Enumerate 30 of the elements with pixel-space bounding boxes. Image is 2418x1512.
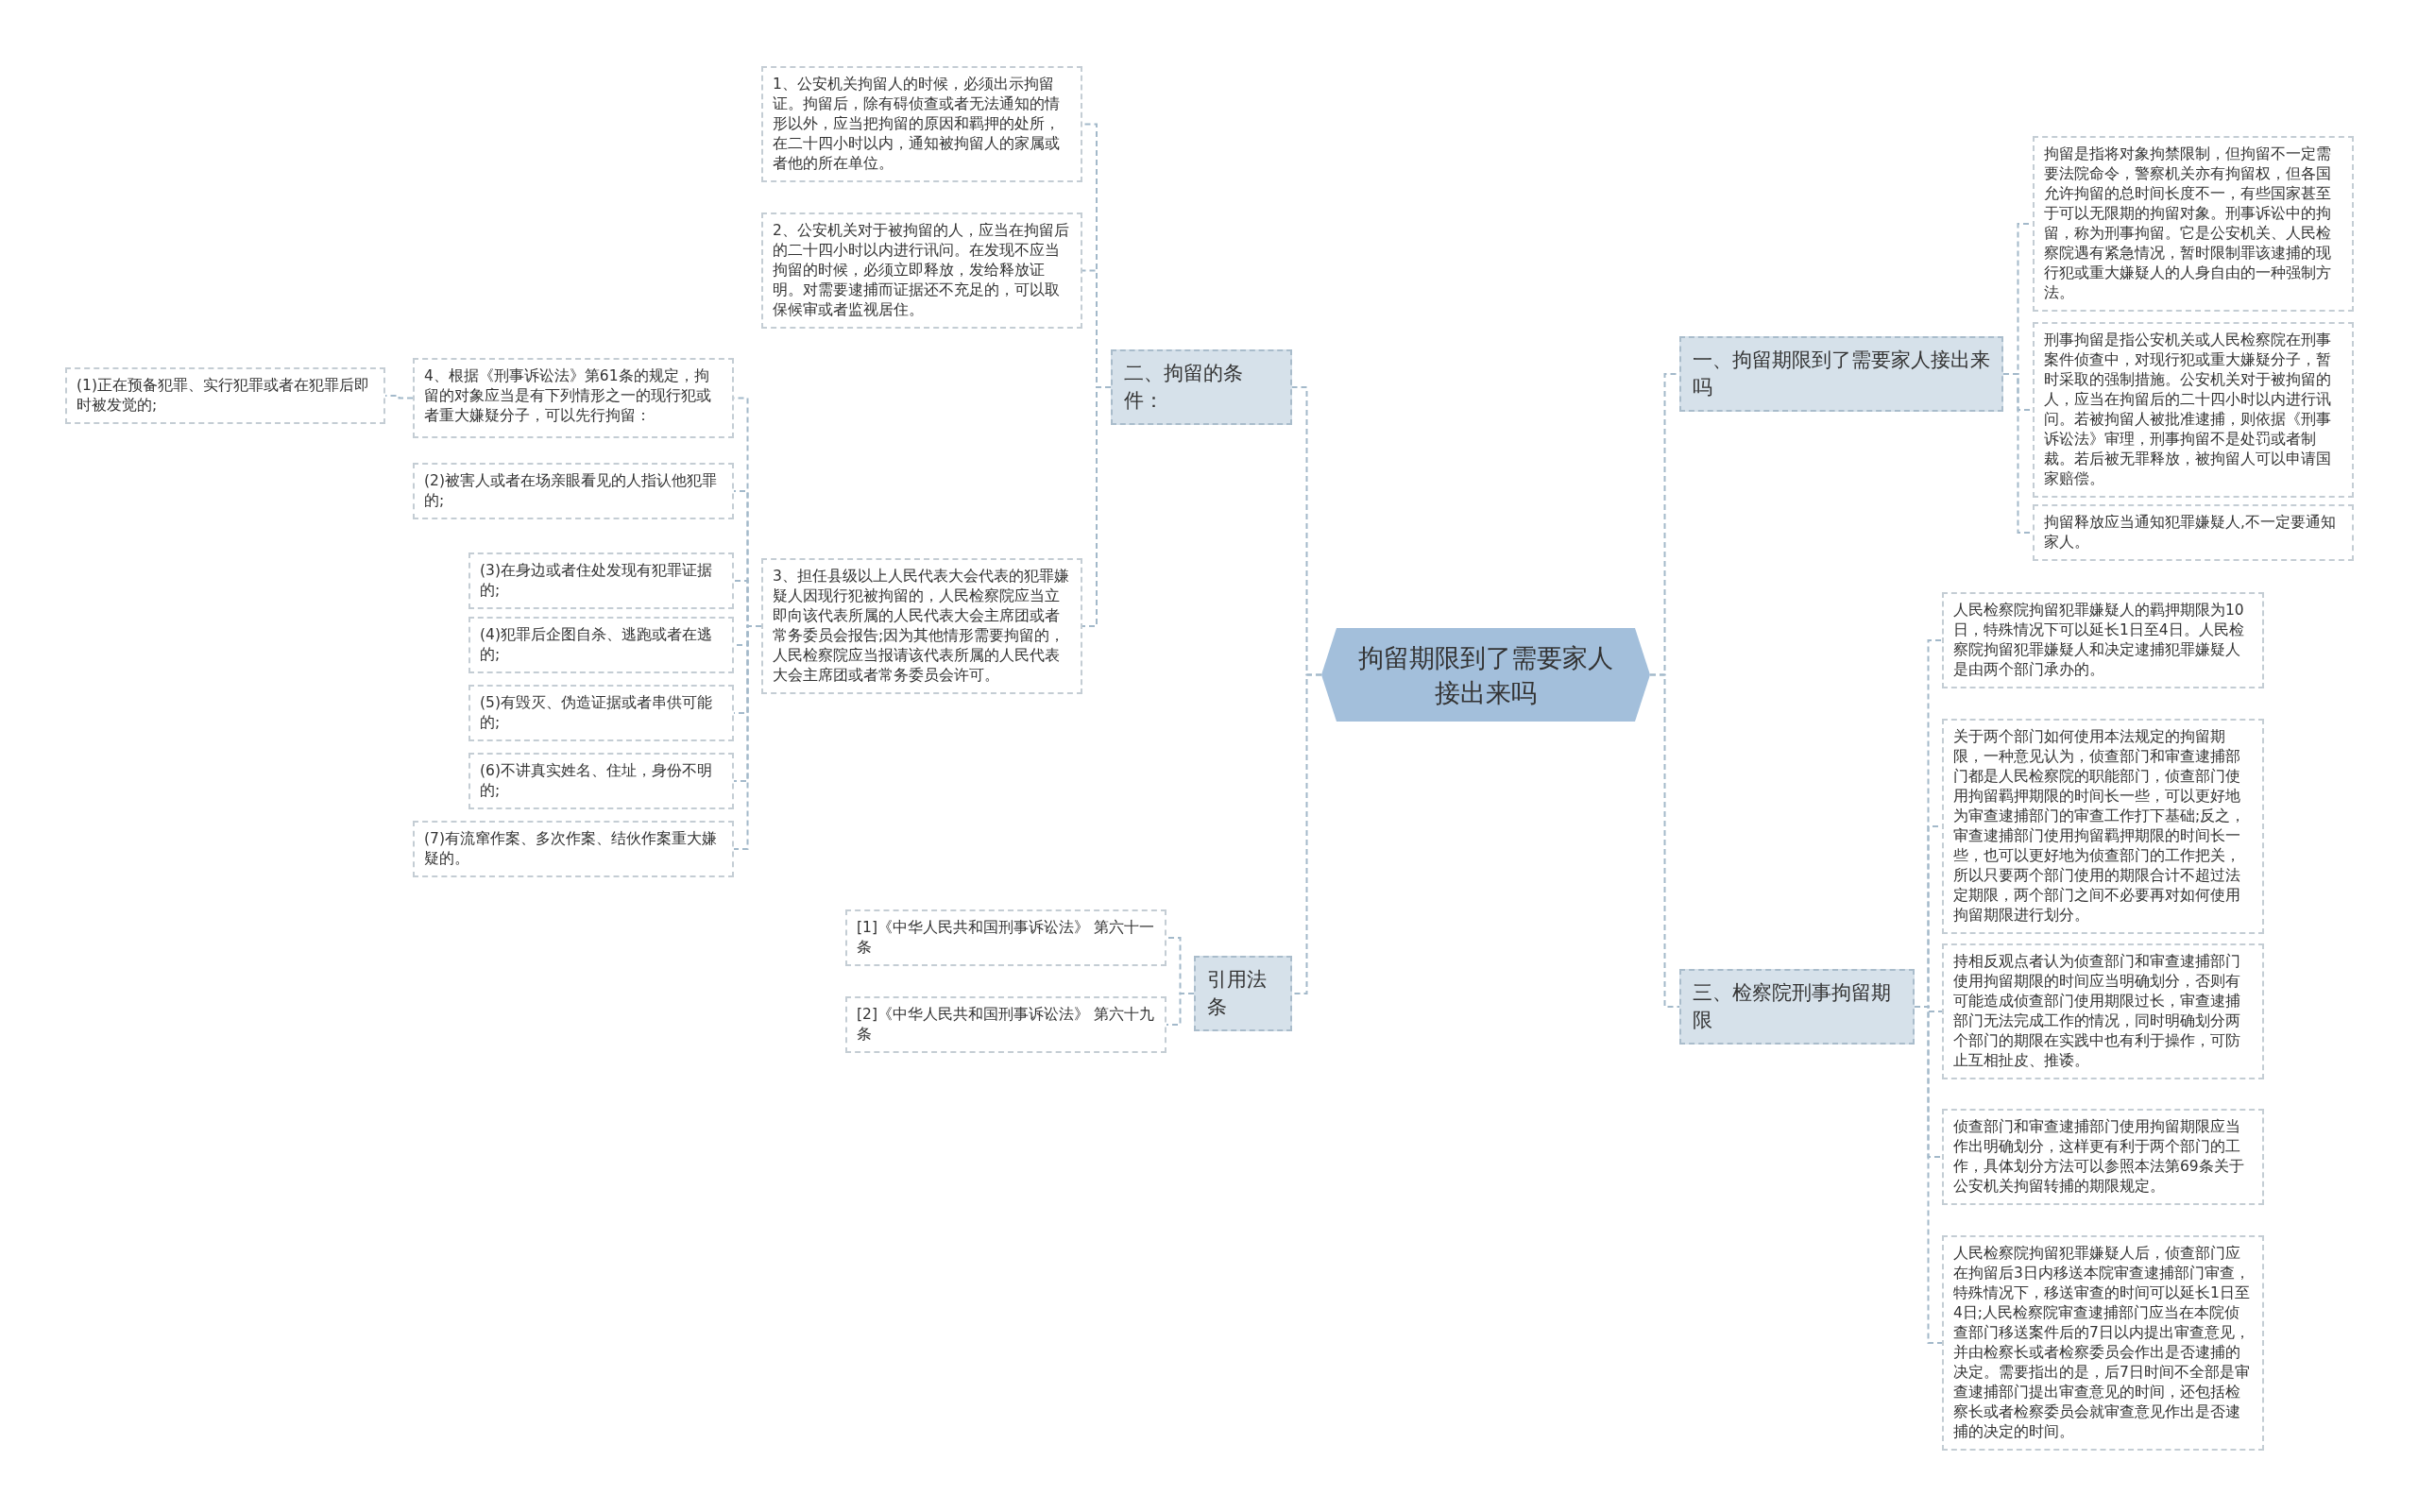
text-box: (1)正在预备犯罪、实行犯罪或者在犯罪后即时被发觉的; [65, 367, 385, 424]
connector-line [1081, 386, 1112, 627]
text-box: 4、根据《刑事诉讼法》第61条的规定，拘留的对象应当是有下列情形之一的现行犯或者重大嫌疑分子，可以先行拘留： [413, 358, 734, 438]
text-box: 3、担任县级以上人民代表大会代表的犯罪嫌疑人因现行犯被拘留的，人民检察院应当立即向该代表所属的人民代表大会主席团或者常务委员会报告;因为其他情形需要拘留的，人民检察院应当报请该代表所属的人民代表大会主席团或者常务委员会许可。 [761, 558, 1082, 694]
text-box: 2、公安机关对于被拘留的人，应当在拘留后的二十四小时以内进行讯问。在发现不应当拘留的时候，必须立即释放，发给释放证明。对需要逮捕而证据还不充足的，可以取保候审或者监视居住。 [761, 212, 1082, 329]
text-box: [1]《中华人民共和国刑事诉讼法》 第六十一条 [845, 909, 1166, 966]
text-box: 拘留释放应当通知犯罪嫌疑人,不一定要通知家人。 [2033, 504, 2354, 561]
text-box: (6)不讲真实姓名、住址，身份不明的; [468, 753, 734, 809]
text-box: 1、公安机关拘留人的时候，必须出示拘留证。拘留后，除有碍侦查或者无法通知的情形以外，应当把拘留的原因和羁押的处所，在二十四小时以内，通知被拘留人的家属或者他的所在单位。 [761, 66, 1082, 182]
text-box: (7)有流窜作案、多次作案、结伙作案重大嫌疑的。 [413, 821, 734, 877]
text-box: 持相反观点者认为侦查部门和审查逮捕部门使用拘留期限的时间应当明确划分，否则有可能造成侦查部门使用期限过长，审查逮捕部门无法完成工作的情况，同时明确划分两个部门的期限在实践中也有利于操作，可防止互相扯皮、推诿。 [1942, 943, 2264, 1079]
text-box: (5)有毁灭、伪造证据或者串供可能的; [468, 685, 734, 741]
connector-line [1166, 993, 1195, 1026]
text-box: 刑事拘留是指公安机关或人民检察院在刑事案件侦查中，对现行犯或重大嫌疑分子，暂时采取的强制措施。公安机关对于被拘留的人，应当在拘留后的二十四小时以内进行讯问。若被拘留人被批准逮捕，则依据《刑事诉讼法》审理，刑事拘留不是处罚或者制裁。若后被无罪释放，被拘留人可以申请国家赔偿。 [2033, 322, 2354, 498]
branch-box: 三、检察院刑事拘留期限 [1679, 969, 1915, 1045]
text-box: (2)被害人或者在场亲眼看见的人指认他犯罪的; [413, 463, 734, 519]
topic-box: 拘留期限到了需要家人接出来吗 [1321, 628, 1650, 722]
branch-box: 引用法条 [1194, 956, 1292, 1031]
text-box: (4)犯罪后企图自杀、逃跑或者在逃的; [468, 617, 734, 673]
text-box: 人民检察院拘留犯罪嫌疑人的羁押期限为10日，特殊情况下可以延长1日至4日。人民检察院拘留犯罪嫌疑人和决定逮捕犯罪嫌疑人是由两个部门承办的。 [1942, 592, 2264, 688]
text-box: (3)在身边或者住处发现有犯罪证据的; [468, 552, 734, 609]
text-box: 关于两个部门如何使用本法规定的拘留期限，一种意见认为，侦查部门和审查逮捕部门都是人民检察院的职能部门，侦查部门使用拘留羁押期限的时间长一些，可以更好地为审查逮捕部门的审查工作打下基础;反之，审查逮捕部门使用拘留羁押期限的时间长一些，也可以更好地为侦查部门的工作把关，所以只要两个部门使用的期限合计不超过法定期限，两个部门之间不必要再对如何使用拘留期限进行划分。 [1942, 719, 2264, 934]
branch-box: 二、拘留的条件： [1111, 349, 1292, 425]
text-box: [2]《中华人民共和国刑事诉讼法》 第六十九条 [845, 996, 1166, 1053]
connector-line [733, 625, 762, 850]
text-box: 侦查部门和审查逮捕部门使用拘留期限应当作出明确划分，这样更有利于两个部门的工作，具体划分方法可以参照本法第69条关于公安机关拘留转捕的期限规定。 [1942, 1109, 2264, 1205]
text-box: 拘留是指将对象拘禁限制，但拘留不一定需要法院命令，警察机关亦有拘留权，但各国允许拘留的总时间长度不一，有些国家甚至于可以无限期的拘留对象。刑事诉讼中的拘留，称为刑事拘留。它是公安机关、人民检察院遇有紧急情况，暂时限制罪该逮捕的现行犯或重大嫌疑人的人身自由的一种强制方法。 [2033, 136, 2354, 312]
branch-box: 一、拘留期限到了需要家人接出来吗 [1679, 336, 2003, 412]
connector-line [1649, 673, 1680, 1008]
text-box: 人民检察院拘留犯罪嫌疑人后，侦查部门应在拘留后3日内移送本院审查逮捕部门审查，特殊情况下，移送审查的时间可以延长1日至4日;人民检察院审查逮捕部门应当在本院侦查部门移送案件后的7日以内提出审查意见，并由检察长或者检察委员会作出是否逮捕的决定。需要指出的是，后7日时间不全部是审查逮捕部门提出审查意见的时间，还包括检察长或者检察委员会就审查意见作出是否逮捕的决定的时间。 [1942, 1235, 2264, 1451]
